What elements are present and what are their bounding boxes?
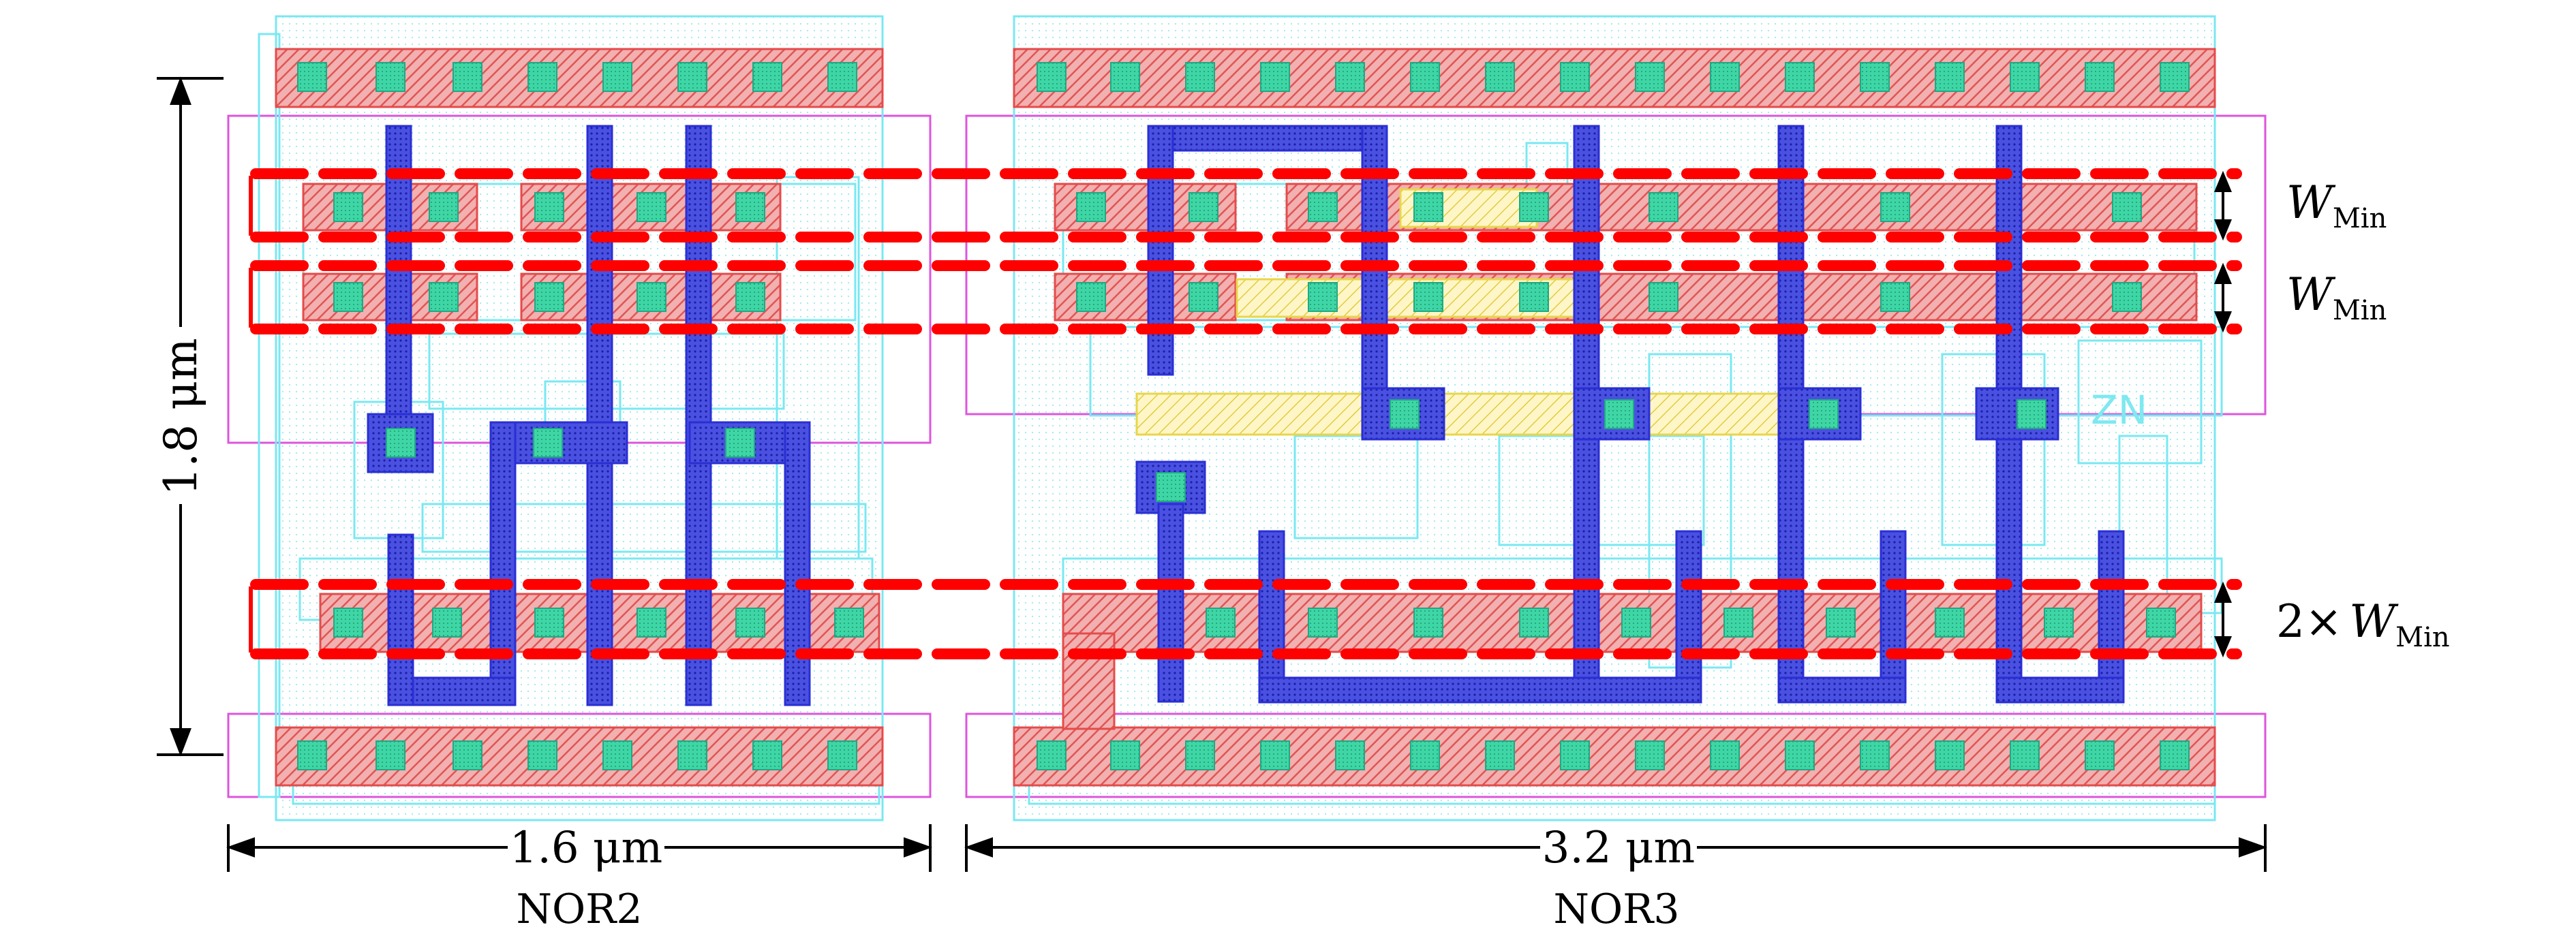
nor2-width-label: 1.6 μm bbox=[510, 823, 662, 873]
nor3-src-3 bbox=[1880, 530, 1907, 703]
nor2-gate-b bbox=[586, 125, 613, 706]
nor3-src-bottom-1 bbox=[1258, 676, 1702, 704]
nor3-gate-a-pad bbox=[1361, 387, 1445, 441]
wmin-2-w: W bbox=[2286, 268, 2336, 321]
nor3-width-dimension bbox=[964, 824, 2268, 872]
wmin-label-1: WMin bbox=[2286, 176, 2387, 234]
nor3-nmos-tap bbox=[1062, 632, 1116, 730]
wmin-arrows bbox=[2214, 170, 2232, 658]
wmin-3-sub: Min bbox=[2395, 622, 2450, 653]
wmin-2-sub: Min bbox=[2333, 295, 2387, 326]
wmin-1-sub: Min bbox=[2333, 203, 2387, 234]
nor3-width-label: 3.2 μm bbox=[1542, 823, 1695, 873]
height-dimension bbox=[157, 76, 224, 757]
nor2-metal2 bbox=[367, 125, 811, 706]
nor3-src-bottom-2 bbox=[1777, 676, 1907, 704]
nor3-src-4 bbox=[2098, 530, 2125, 703]
nor3-src-2 bbox=[1675, 530, 1702, 703]
nor2-vias bbox=[297, 62, 864, 770]
height-label: 1.8 μm bbox=[155, 338, 207, 495]
nor2-width-dimension bbox=[226, 824, 933, 872]
nor3-vias bbox=[1037, 62, 2190, 770]
nor3-metal2 bbox=[1135, 125, 2125, 704]
nor2-cell bbox=[227, 15, 932, 821]
nor2-cell-name: NOR2 bbox=[516, 885, 642, 925]
nor2-vss-rail bbox=[275, 726, 884, 787]
nor2-vdd-rail bbox=[275, 48, 884, 108]
nor2-out-right bbox=[784, 421, 811, 706]
nor2-gate-c bbox=[685, 125, 712, 706]
wmin-1-w: W bbox=[2286, 176, 2336, 229]
wmin-label-2: WMin bbox=[2286, 268, 2387, 326]
nor3-input-drop bbox=[1157, 503, 1184, 703]
nor3-cell-name: NOR3 bbox=[1553, 885, 1679, 925]
pin-zn-label: ZN bbox=[2091, 387, 2147, 433]
nor2-src-left bbox=[387, 533, 414, 706]
nor3-cell: ZN bbox=[965, 15, 2267, 821]
nor3-pmos-link-top bbox=[1147, 125, 1388, 152]
width-bands bbox=[250, 168, 2242, 659]
nor3-src-bottom-3 bbox=[1995, 676, 2125, 704]
nor3-pmos-link-left bbox=[1147, 125, 1174, 376]
wmin-3-w: W bbox=[2349, 595, 2399, 648]
wmin-3-prefix: 2× bbox=[2276, 595, 2342, 648]
nor3-src-1 bbox=[1258, 530, 1285, 703]
wmin-label-3: 2×WMin bbox=[2276, 595, 2450, 653]
